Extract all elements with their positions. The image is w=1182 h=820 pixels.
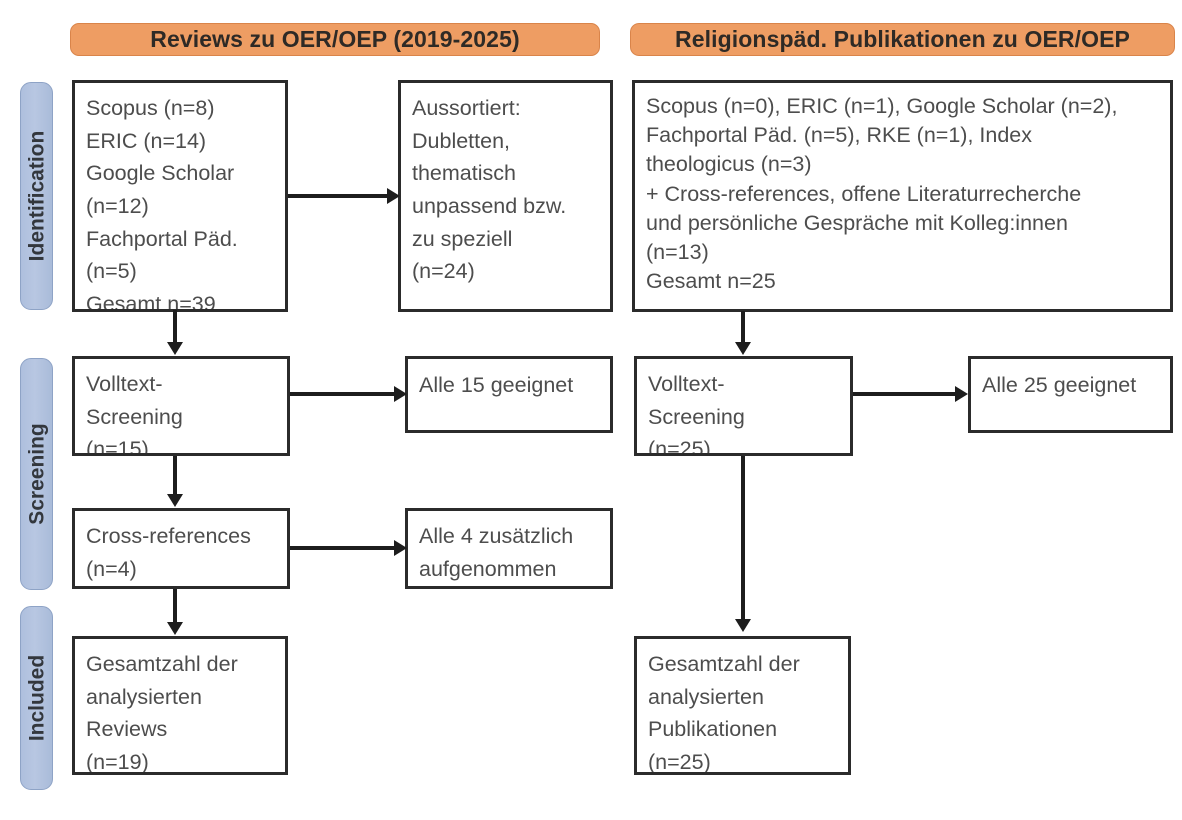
phase-tab-included-label: Included	[25, 654, 48, 742]
phase-tab-screening: Screening	[20, 358, 53, 590]
node-left-excluded: Aussortiert: Dubletten, thematisch unpas…	[398, 80, 613, 312]
connector-right-identification-to-fulltext	[741, 311, 745, 346]
connector-left-fulltext-to-crossrefs	[173, 456, 177, 498]
node-left-fulltext-result: Alle 15 geeignet	[405, 356, 613, 433]
arrowhead-right-fulltext-to-included	[735, 619, 751, 632]
arrowhead-left-identification-to-fulltext	[167, 342, 183, 355]
phase-tab-included: Included	[20, 606, 53, 790]
arrowhead-left-crossrefs-to-included	[167, 622, 183, 635]
phase-tab-identification: Identification	[20, 82, 53, 310]
arrowhead-right-identification-to-fulltext	[735, 342, 751, 355]
connector-right-fulltext-to-included	[741, 456, 745, 622]
connector-left-fulltext-to-result	[290, 392, 398, 396]
arrowhead-left-identification-to-excluded	[387, 188, 400, 204]
node-right-included-total: Gesamtzahl der analysierten Publikatione…	[634, 636, 851, 775]
node-right-identification-sources: Scopus (n=0), ERIC (n=1), Google Scholar…	[632, 80, 1173, 312]
column-header-reviews: Reviews zu OER/OEP (2019-2025)	[70, 23, 600, 56]
node-left-identification-sources: Scopus (n=8) ERIC (n=14) Google Scholar …	[72, 80, 288, 312]
connector-left-identification-to-fulltext	[173, 310, 177, 346]
phase-tab-identification-label: Identification	[25, 130, 48, 262]
node-right-fulltext-result: Alle 25 geeignet	[968, 356, 1173, 433]
node-left-included-total: Gesamtzahl der analysierten Reviews (n=1…	[72, 636, 288, 775]
column-header-religionspaed: Religionspäd. Publikationen zu OER/OEP	[630, 23, 1175, 56]
node-left-crossreferences: Cross-references (n=4)	[72, 508, 290, 589]
node-left-fulltext-screening: Volltext- Screening (n=15)	[72, 356, 290, 456]
node-left-crossreferences-result: Alle 4 zusätzlich aufgenommen	[405, 508, 613, 589]
arrowhead-left-crossrefs-to-result	[394, 540, 407, 556]
connector-left-crossrefs-to-included	[173, 589, 177, 626]
connector-left-identification-to-excluded	[288, 194, 392, 198]
node-right-fulltext-screening: Volltext- Screening (n=25)	[634, 356, 853, 456]
arrowhead-right-fulltext-to-result	[955, 386, 968, 402]
connector-left-crossrefs-to-result	[290, 546, 398, 550]
connector-right-fulltext-to-result	[853, 392, 957, 396]
phase-tab-screening-label: Screening	[25, 423, 48, 525]
arrowhead-left-fulltext-to-crossrefs	[167, 494, 183, 507]
arrowhead-left-fulltext-to-result	[394, 386, 407, 402]
